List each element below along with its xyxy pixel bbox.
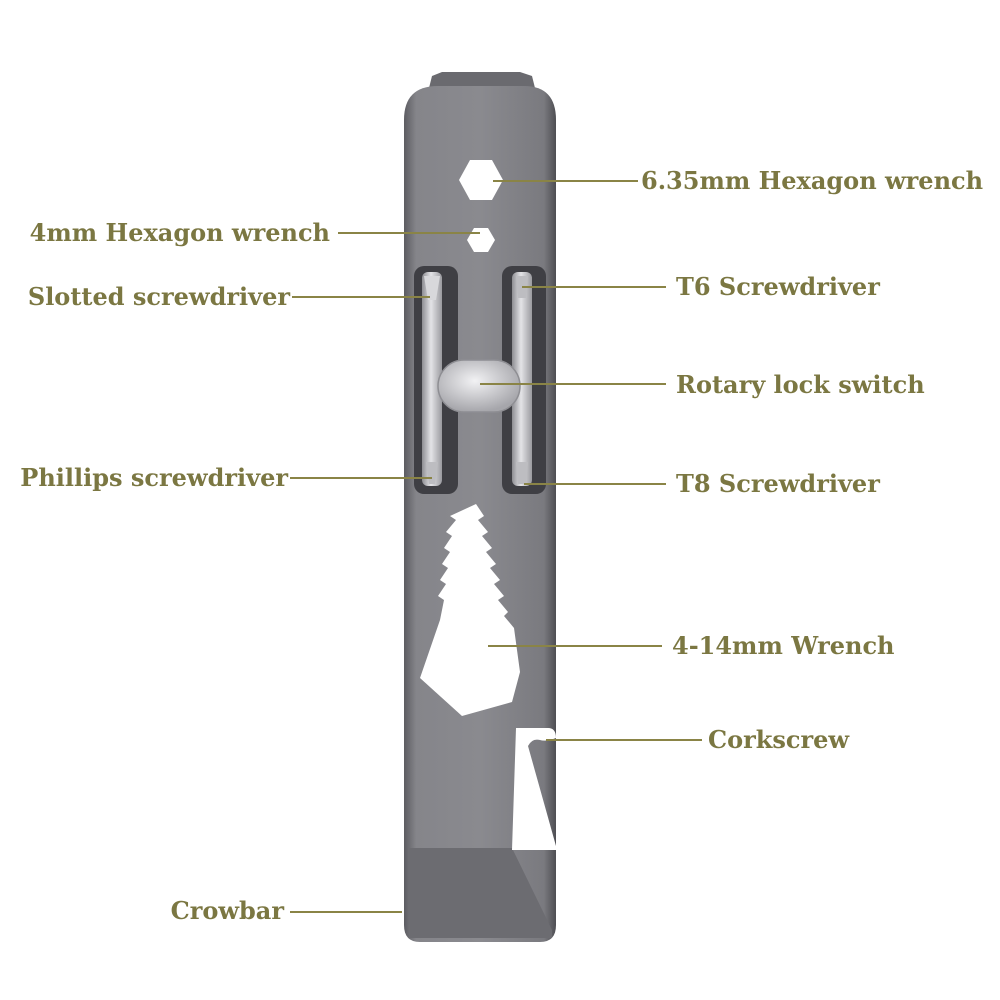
label-hex-4: 4mm Hexagon wrench (29, 218, 330, 247)
label-t6: T6 Screwdriver (676, 272, 880, 301)
label-slotted: Slotted screwdriver (27, 282, 290, 311)
corkscrew-notch (512, 728, 556, 850)
label-phillips: Phillips screwdriver (20, 463, 288, 492)
torx-bit (512, 272, 532, 486)
leader-lines (290, 180, 702, 913)
label-t8: T8 Screwdriver (676, 469, 880, 498)
rotary-lock-switch (437, 359, 521, 413)
label-rotary: Rotary lock switch (676, 370, 925, 399)
slotted-tip (424, 276, 440, 300)
label-wrench: 4-14mm Wrench (672, 631, 895, 660)
crowbar-face (408, 848, 552, 938)
label-crowbar: Crowbar (170, 896, 284, 925)
label-hex-635: 6.35mm Hexagon wrench (641, 166, 984, 195)
wrench-cutout (420, 504, 520, 716)
slotted-phillips-bit (422, 272, 442, 486)
hex-hole-635 (459, 160, 503, 200)
label-corkscrew: Corkscrew (708, 725, 850, 754)
t8-tip (516, 462, 528, 484)
